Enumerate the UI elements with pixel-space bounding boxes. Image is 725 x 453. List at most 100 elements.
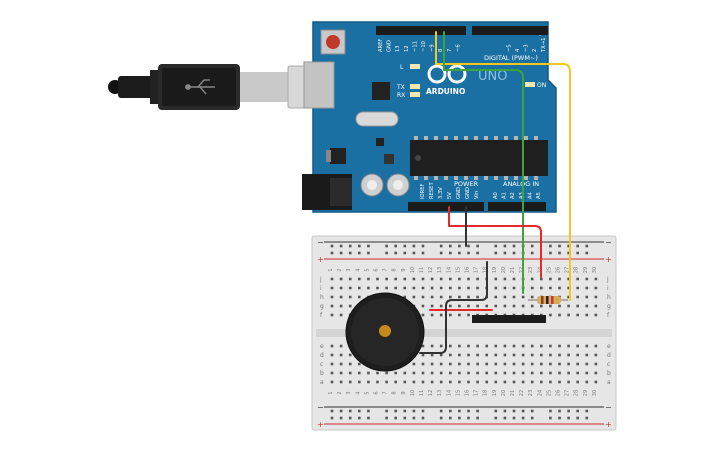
led-rx-label: RX <box>397 92 405 99</box>
row-letter: d <box>320 352 324 359</box>
column-number: 1 <box>328 391 334 394</box>
led-on <box>525 82 535 87</box>
pin-label: 8 <box>438 49 444 52</box>
resistor[interactable] <box>528 296 568 304</box>
reset-button[interactable] <box>320 29 346 55</box>
pin-label: ~10 <box>421 41 427 52</box>
digital-header <box>376 26 548 35</box>
power-header-label: POWER <box>454 180 479 188</box>
arduino-logo-icon <box>427 64 467 84</box>
capacitors <box>360 173 410 197</box>
column-number: 10 <box>410 390 416 396</box>
column-number: 25 <box>546 267 552 273</box>
column-number: 6 <box>374 268 380 271</box>
column-number: 26 <box>556 390 562 396</box>
model-label: UNO <box>478 69 507 84</box>
column-number: 28 <box>574 390 580 396</box>
usb-cable[interactable] <box>108 64 323 110</box>
pin-label: 12 <box>404 45 410 52</box>
column-number: 12 <box>428 267 434 273</box>
column-number: 25 <box>546 390 552 396</box>
column-number: 26 <box>556 267 562 273</box>
row-letter: j <box>319 276 322 283</box>
pin-label: ~6 <box>455 44 461 52</box>
column-number: 9 <box>401 391 407 394</box>
pin-label: ~5 <box>506 44 512 52</box>
column-number: 10 <box>410 267 416 273</box>
column-number: 13 <box>437 267 443 273</box>
led-on-label: ON <box>537 82 546 89</box>
pin-label: A5 <box>536 192 542 199</box>
column-number: 29 <box>583 390 589 396</box>
rail-plus-bottom-right: + <box>605 420 612 429</box>
buzzer-hole-icon <box>379 325 391 337</box>
column-number: 14 <box>446 267 452 273</box>
center-channel <box>316 329 612 337</box>
column-number: 7 <box>383 391 389 394</box>
row-letter: i <box>607 285 609 292</box>
power-jack <box>302 174 352 210</box>
column-number: 21 <box>510 390 516 396</box>
pin-header-strip <box>472 315 546 323</box>
column-number: 27 <box>565 390 571 396</box>
column-number: 5 <box>364 391 370 394</box>
column-number: 11 <box>419 267 425 273</box>
pin-label: TX→1 <box>541 38 547 53</box>
row-letter: g <box>607 303 611 310</box>
column-number: 24 <box>537 390 543 396</box>
led-l-label: L <box>400 64 404 71</box>
led-tx-label: TX <box>396 84 405 91</box>
rail-plus-bottom-left: + <box>317 420 324 429</box>
rail-minus-bottom-left: − <box>317 403 324 412</box>
row-letter: c <box>607 361 610 368</box>
analog-header-label: ANALOG IN <box>503 180 539 188</box>
column-number: 4 <box>355 268 361 271</box>
column-number: 27 <box>565 267 571 273</box>
column-number: 4 <box>355 391 361 394</box>
row-letter: b <box>607 370 611 377</box>
column-number: 6 <box>374 391 380 394</box>
row-letter: a <box>320 379 324 386</box>
row-letter: g <box>320 303 324 310</box>
pin-label: ~11 <box>412 41 418 52</box>
pin-label: IOREF <box>420 184 426 199</box>
column-number: 8 <box>392 391 398 394</box>
row-letter: f <box>607 312 610 319</box>
column-number: 18 <box>483 390 489 396</box>
pin-label: 4 <box>515 48 521 52</box>
pin-label: GND <box>387 40 393 52</box>
led-rx <box>410 92 420 97</box>
column-number: 9 <box>401 268 407 271</box>
pin-label: GND <box>465 187 471 199</box>
column-number: 30 <box>592 267 598 273</box>
column-number: 16 <box>465 267 471 273</box>
wire-yellow <box>435 31 571 301</box>
pin-label: 2 <box>532 49 538 52</box>
piezo-buzzer[interactable] <box>345 292 425 372</box>
column-number: 2 <box>337 268 343 271</box>
column-number: 12 <box>428 390 434 396</box>
power-analog-header <box>408 202 546 211</box>
column-number: 15 <box>455 267 461 273</box>
column-number: 11 <box>419 390 425 396</box>
column-number: 18 <box>483 267 489 273</box>
pin-label: 5V <box>447 192 453 199</box>
row-letter: i <box>320 285 322 292</box>
column-number: 5 <box>364 268 370 271</box>
row-letter: f <box>320 312 323 319</box>
wire-red-power <box>448 206 542 278</box>
row-letter: c <box>320 361 323 368</box>
pin-label: A3 <box>519 192 525 199</box>
pin-label: Vin <box>474 191 480 199</box>
column-number: 16 <box>465 390 471 396</box>
digital-header-label: DIGITAL (PWM~) <box>484 54 538 62</box>
pin-label: RX←0 <box>549 37 555 52</box>
row-letter: d <box>607 352 611 359</box>
microcontroller-chip <box>410 136 548 180</box>
row-letter: j <box>606 276 609 283</box>
column-number: 3 <box>346 268 352 271</box>
